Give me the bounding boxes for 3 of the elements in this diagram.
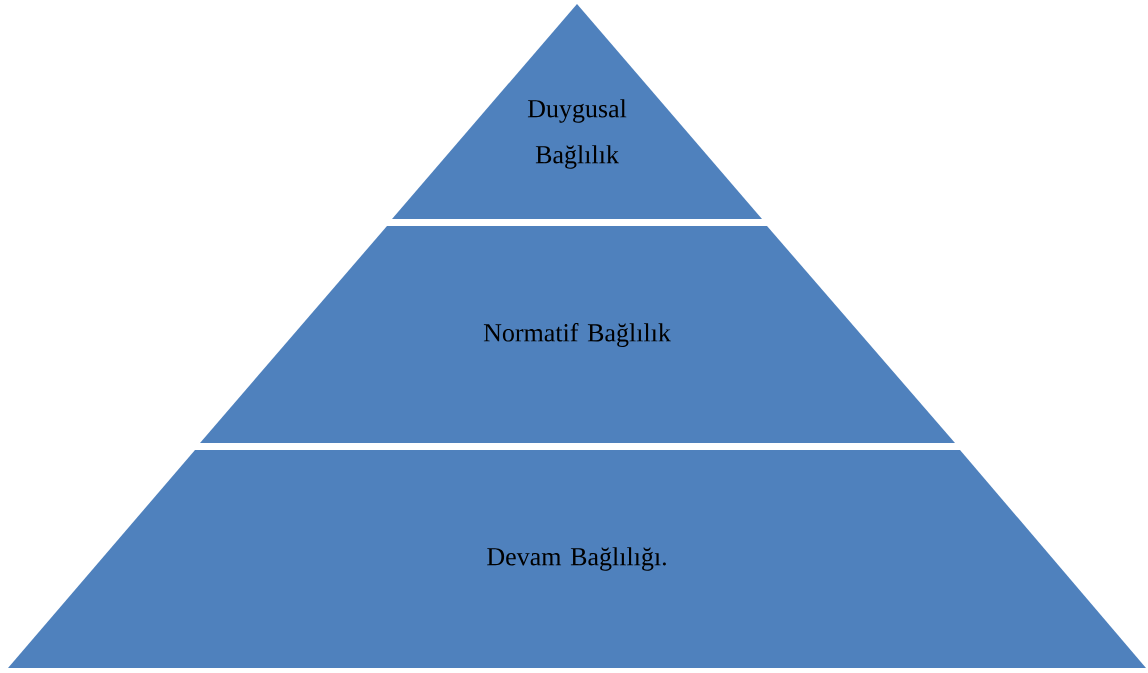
pyramid-tier: Normatif Bağlılık [200, 226, 955, 443]
pyramid-tier: Devam Bağlılığı. [8, 450, 1146, 668]
pyramid-tier: Duygusal Bağlılık [392, 4, 762, 219]
